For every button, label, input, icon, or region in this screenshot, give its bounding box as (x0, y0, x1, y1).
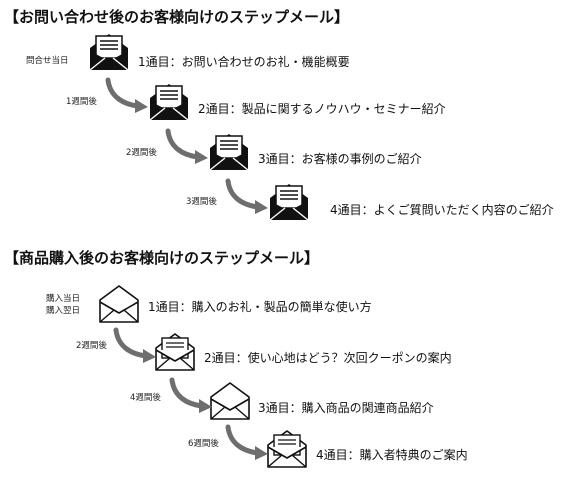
inquiry-step4-label: 4通目：よくご質問いただく内容のご紹介 (330, 203, 554, 217)
inquiry-section-title: 【お問い合わせ後のお客様向けのステップメール】 (4, 8, 350, 26)
arrow-icon (228, 427, 268, 460)
envelope-icon (149, 83, 189, 121)
envelope-icon (209, 133, 249, 171)
envelope-icon (155, 333, 195, 371)
inquiry-step2-label: 2通目：製品に関するノウハウ・セミナー紹介 (198, 102, 446, 116)
purchase-step2-timing: 2週間後 (76, 341, 107, 351)
envelope-icon (99, 285, 139, 323)
arrow-icon (116, 330, 156, 363)
envelope-icon (210, 382, 250, 420)
envelope-icon (269, 183, 309, 221)
inquiry-step4-timing: 3週間後 (186, 197, 217, 207)
purchase-step2-label: 2通目：使い心地はどう？次回クーポンの案内 (204, 351, 452, 365)
purchase-step1-timing-line2: 購入翌日 (46, 306, 81, 316)
inquiry-step1-timing: 問合せ当日 (26, 56, 69, 66)
purchase-step3-timing: 4週間後 (130, 393, 161, 403)
inquiry-step2-timing: 1週間後 (66, 97, 97, 107)
purchase-step4-label: 4通目：購入者特典のご案内 (316, 448, 468, 462)
arrow-icon (228, 181, 268, 214)
inquiry-step1-label: 1通目：お問い合わせのお礼・機能概要 (138, 55, 350, 69)
purchase-section-title: 【商品購入後のお客様向けのステップメール】 (4, 249, 320, 267)
purchase-step1-timing: 購入当日 購入翌日 (46, 293, 80, 317)
arrow-icon (172, 380, 212, 413)
arrow-icon (168, 131, 208, 164)
inquiry-step3-timing: 2週間後 (126, 148, 157, 158)
inquiry-step3-label: 3通目：お客様の事例のご紹介 (258, 152, 422, 166)
purchase-step4-timing: 6週間後 (188, 439, 219, 449)
purchase-step1-timing-line1: 購入当日 (46, 294, 81, 304)
purchase-step1-label: 1通目：購入のお礼・製品の簡単な使い方 (148, 300, 372, 314)
arrow-icon (108, 80, 148, 113)
envelope-icon (267, 430, 307, 468)
purchase-step3-label: 3通目：購入商品の関連商品紹介 (258, 401, 434, 415)
envelope-icon (89, 33, 129, 71)
